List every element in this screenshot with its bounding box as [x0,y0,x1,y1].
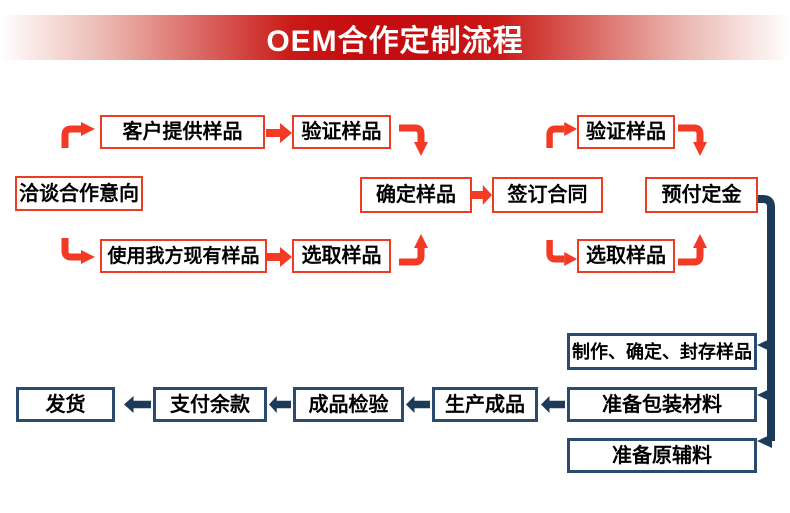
elbow-down-right-arrow-icon [546,240,578,266]
step-verify-sample-1: 验证样品 [292,115,391,149]
elbow-right-down-arrow-icon [678,124,707,156]
right-arrow-icon [266,123,292,143]
step-label: 发货 [45,393,86,416]
elbow-up-right-arrow-icon [61,122,95,148]
elbow-down-right-arrow-icon [61,238,95,264]
step-label: 成品检验 [308,393,389,416]
step-produce-goods: 生产成品 [432,387,538,422]
step-label: 客户提供样品 [122,121,243,143]
step-label: 制作、确定、封存样品 [572,341,752,362]
step-label: 选取样品 [301,245,382,267]
elbow-up-right-arrow-icon [546,122,578,148]
step-select-sample-1: 选取样品 [292,239,391,273]
step-use-our-sample: 使用我方现有样品 [100,239,267,273]
step-label: 生产成品 [445,393,525,416]
page-title: OEM合作定制流程 [266,24,524,58]
step-confirm-sample: 确定样品 [360,177,472,213]
step-prepare-raw-materials: 准备原辅料 [567,438,757,473]
step-label: 验证样品 [301,121,382,143]
step-ship: 发货 [16,387,115,422]
step-inspect-goods: 成品检验 [293,387,404,422]
step-make-confirm-seal-sample: 制作、确定、封存样品 [567,333,757,370]
step-pay-balance: 支付余款 [153,387,267,422]
step-label: 验证样品 [586,121,666,143]
title-banner: OEM合作定制流程 [0,15,790,60]
step-label: 签订合同 [507,184,588,206]
elbow-right-up-arrow-icon [399,234,428,266]
step-select-sample-2: 选取样品 [577,239,675,273]
step-prepay-deposit: 预付定金 [645,177,758,213]
elbow-right-down-arrow-icon [399,124,428,156]
step-label: 准备包装材料 [602,393,722,416]
step-label: 支付余款 [170,393,250,416]
step-verify-sample-2: 验证样品 [577,115,675,149]
left-arrow-icon [406,396,430,413]
elbow-right-up-arrow-icon [678,234,707,266]
step-label: 准备原辅料 [612,444,712,467]
step-prepare-packaging: 准备包装材料 [567,387,757,422]
step-label: 使用我方现有样品 [107,245,260,267]
step-sign-contract: 签订合同 [492,177,603,213]
right-arrow-icon [472,185,492,205]
step-customer-provides-sample: 客户提供样品 [100,115,265,149]
step-label: 预付定金 [661,184,742,206]
left-arrow-icon [124,396,151,413]
left-arrow-icon [269,396,291,413]
step-label: 选取样品 [586,245,666,267]
right-arrow-icon [266,247,292,267]
connector-elbow-line [757,195,775,448]
left-arrow-icon [541,396,565,413]
step-negotiate-intention: 洽谈合作意向 [15,176,143,211]
step-label: 洽谈合作意向 [19,182,139,205]
step-label: 确定样品 [376,184,456,206]
